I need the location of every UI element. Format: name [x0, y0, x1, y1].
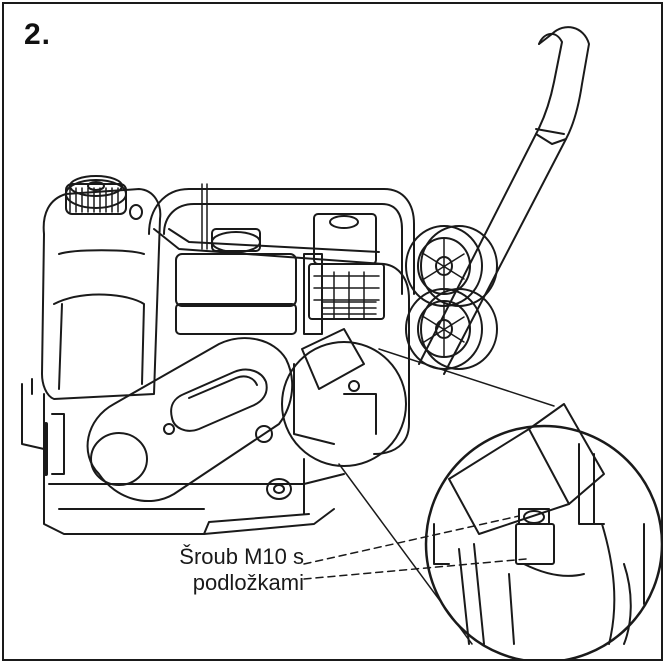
guide-handle: [418, 26, 590, 375]
detail-circle-small: [281, 341, 407, 467]
leader-line-upper: [303, 515, 520, 565]
callout-line-2: podložkami: [192, 570, 304, 595]
magnified-detail: [424, 403, 661, 659]
bolt-callout-label: Šroub M10 s podložkami: [154, 544, 304, 596]
water-tank: [41, 175, 162, 400]
callout-line-1: Šroub M10 s: [179, 544, 304, 569]
frame-tube: [148, 188, 415, 455]
engine: [175, 183, 385, 335]
magnify-connector-top: [378, 348, 555, 407]
belt-guard: [86, 337, 294, 503]
step-number: 2.: [24, 18, 52, 51]
transport-wheels: [405, 225, 498, 370]
mount-bracket: [293, 328, 377, 445]
leader-line-lower: [303, 558, 527, 580]
base-plate: [21, 378, 345, 535]
plate-compactor-drawing: [21, 26, 661, 659]
